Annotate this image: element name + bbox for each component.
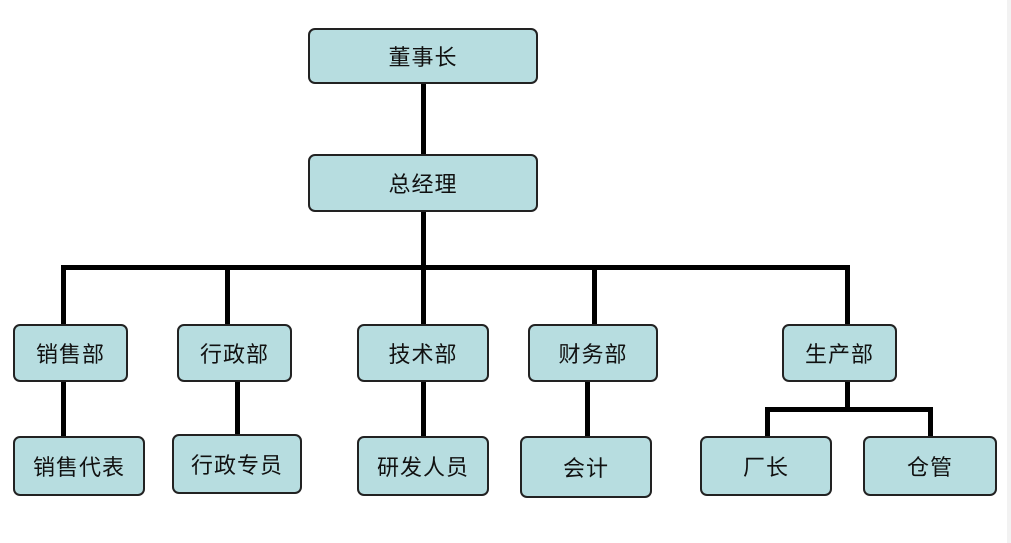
node-warehouse-keeper: 仓管 — [863, 436, 997, 496]
connector-production-to-factory-manager — [765, 407, 770, 438]
connector-tech-to-rd — [421, 380, 426, 438]
node-accountant: 会计 — [520, 436, 652, 498]
node-finance-dept: 财务部 — [528, 324, 658, 382]
connector-bus-to-tech — [421, 265, 426, 326]
node-tech-dept: 技术部 — [357, 324, 489, 382]
node-sales-rep: 销售代表 — [13, 436, 145, 496]
production-sub-bus — [765, 407, 933, 412]
horizontal-bus — [61, 265, 850, 270]
node-general-manager: 总经理 — [308, 154, 538, 212]
node-factory-manager: 厂长 — [700, 436, 832, 496]
connector-sales-to-rep — [61, 380, 66, 438]
connector-production-down — [845, 380, 850, 410]
connector-bus-to-production — [845, 265, 850, 326]
node-production-dept: 生产部 — [782, 324, 897, 382]
connector-chairman-to-gm — [421, 82, 426, 156]
connector-bus-to-sales — [61, 265, 66, 326]
node-chairman: 董事长 — [308, 28, 538, 84]
node-admin-dept: 行政部 — [177, 324, 292, 382]
connector-production-to-warehouse — [928, 407, 933, 438]
node-sales-dept: 销售部 — [13, 324, 128, 382]
node-rd-staff: 研发人员 — [357, 436, 489, 496]
node-admin-specialist: 行政专员 — [172, 434, 302, 494]
connector-gm-to-bus — [421, 210, 426, 268]
right-edge-strip — [1007, 0, 1011, 543]
connector-bus-to-finance — [592, 265, 597, 326]
connector-finance-to-accountant — [585, 380, 590, 438]
connector-admin-to-specialist — [235, 380, 240, 436]
connector-bus-to-admin — [225, 265, 230, 326]
